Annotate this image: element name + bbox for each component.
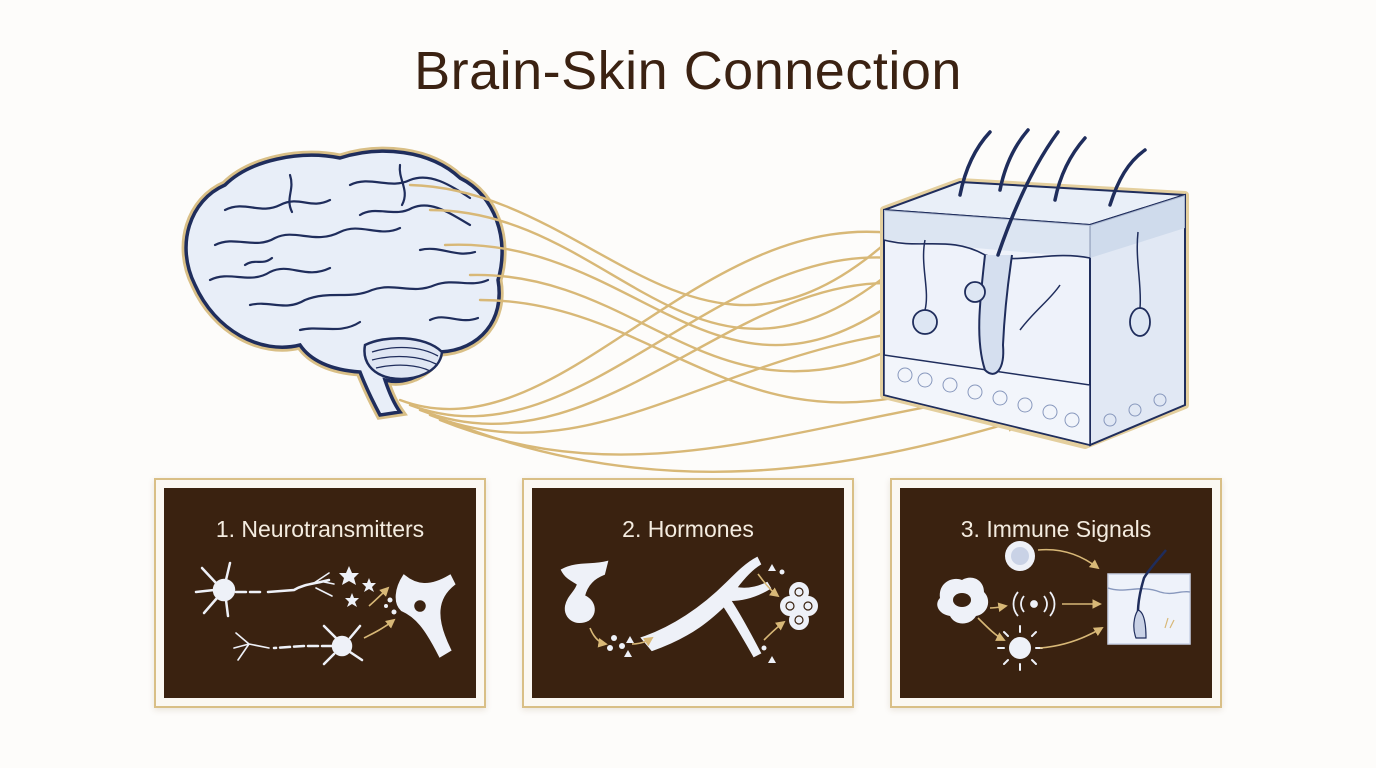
skin-cross-section-icon: [880, 128, 1189, 449]
hormone-gland-icon: [560, 556, 818, 663]
panel-title: 2. Hormones: [622, 516, 754, 542]
panel-hormones: 2. Hormones: [522, 478, 854, 708]
brain-icon: [181, 146, 507, 420]
panel-title: 3. Immune Signals: [960, 516, 1152, 542]
panel-background: 2. Hormones: [532, 488, 844, 698]
nerve-pathways: [398, 183, 1044, 473]
panel-immune-signals: 3. Immune Signals: [890, 478, 1222, 708]
panel-background: 1. Neurotransmitters: [164, 488, 476, 698]
panel-background: 3. Immune Signals: [900, 488, 1212, 698]
immune-cell-icon: [937, 541, 1191, 671]
panel-neurotransmitters: 1. Neurotransmitters: [154, 478, 486, 708]
page-title: Brain-Skin Connection: [414, 41, 962, 101]
panel-title: 1. Neurotransmitters: [215, 516, 425, 542]
neuron-signal-icon: [194, 561, 456, 666]
